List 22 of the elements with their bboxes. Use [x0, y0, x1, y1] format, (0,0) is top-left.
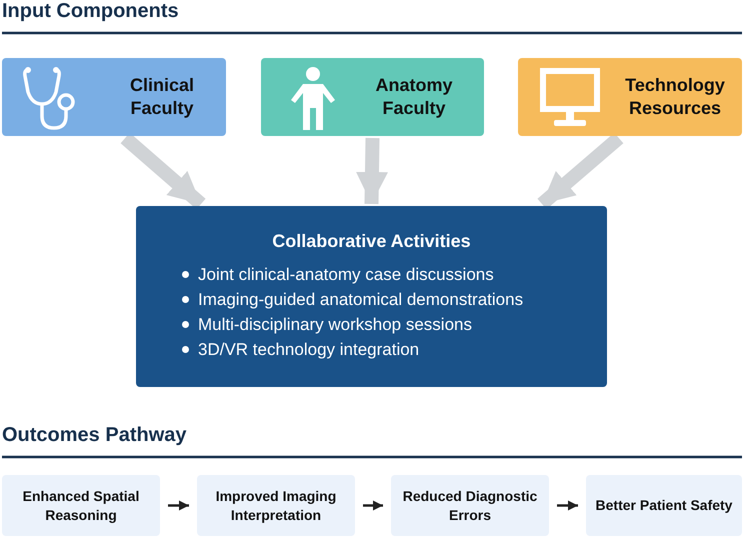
- process-box: [518, 58, 742, 136]
- box-label: Clinical Faculty: [128, 74, 196, 120]
- box-label: Reduced Diagnostic Errors: [402, 487, 538, 524]
- activities-panel: [136, 206, 607, 387]
- section-heading: Outcomes Pathway: [2, 424, 187, 447]
- bullet-item: Multi-disciplinary workshop sessions: [198, 315, 472, 334]
- arrow: [363, 500, 383, 510]
- process-box: [2, 58, 226, 136]
- process-box: [261, 58, 484, 136]
- arrow: [168, 500, 189, 510]
- bullet-item: 3D/VR technology integration: [198, 340, 420, 359]
- panel-heading: Collaborative Activities: [271, 230, 472, 253]
- box-label: Enhanced Spatial Reasoning: [22, 487, 140, 524]
- bullet-item: Imaging-guided anatomical demonstrations: [198, 290, 524, 309]
- box-label: Anatomy Faculty: [374, 74, 454, 120]
- section-heading: Input Components: [2, 0, 179, 23]
- box-label: Improved Imaging Interpretation: [214, 487, 338, 524]
- block-arrow: [356, 138, 388, 204]
- box-label: Technology Resources: [624, 74, 726, 120]
- box-label: Better Patient Safety: [594, 496, 734, 515]
- bullet-item: Joint clinical-anatomy case discussions: [198, 265, 494, 284]
- arrow: [557, 500, 578, 510]
